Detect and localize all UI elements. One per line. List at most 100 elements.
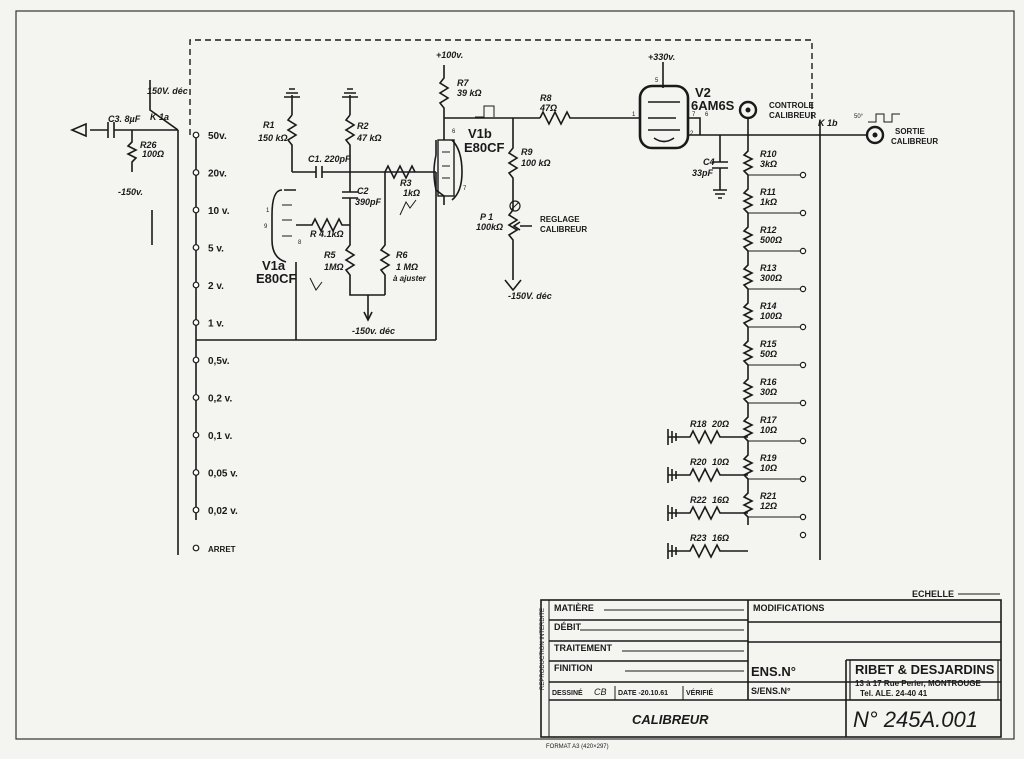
switch-linkage: [189, 39, 813, 135]
p1-label: P 1: [480, 212, 493, 222]
v2-type: 6AM6S: [691, 98, 735, 113]
tap-contact[interactable]: [799, 285, 807, 293]
attenuator-ref: R13: [760, 263, 777, 273]
debit-label: DÉBIT: [554, 622, 582, 632]
attenuator-resistor: [742, 259, 754, 297]
tap-contact[interactable]: [799, 361, 807, 369]
shunt-value: 20Ω: [711, 419, 729, 429]
range-contact[interactable]: [192, 281, 200, 289]
shunt-ref: R22: [690, 495, 707, 505]
range-contact[interactable]: [192, 506, 200, 514]
p1-dec: -150V. déc: [508, 291, 552, 301]
input-section: C3. 8µF R26 100Ω 150V. déc -150v. K 1a: [69, 80, 188, 245]
v2-pin5: 5: [655, 78, 659, 84]
range-contact[interactable]: [192, 431, 200, 439]
attenuator-resistor: [742, 221, 754, 259]
tap-contact[interactable]: [799, 171, 807, 179]
attenuator-value: 12Ω: [760, 501, 777, 511]
tap-contact[interactable]: [799, 513, 807, 521]
range-label: 0,02 v.: [208, 506, 238, 517]
v1a-pin9: 9: [264, 224, 268, 230]
output-stage: R8 47Ω R9 100 kΩ P 1 100kΩ REGLAGE CALIB…: [476, 52, 938, 560]
attenuator-value: 10Ω: [760, 425, 777, 435]
r2-value: 47 kΩ: [356, 133, 382, 143]
p1-function2: CALIBREUR: [540, 225, 587, 234]
ground-icon: [342, 88, 358, 115]
r5-label: R5: [324, 250, 336, 260]
range-label: 50v.: [208, 131, 227, 142]
sortie-jack-icon[interactable]: [865, 125, 885, 145]
attenuator-resistor: [742, 183, 754, 221]
r6-value: 1 MΩ: [396, 262, 418, 272]
verifie-label: VÉRIFIÉ: [686, 688, 714, 697]
c4-value: 33pF: [692, 168, 714, 178]
r2-label: R2: [357, 121, 369, 131]
v2-pin7: 7: [692, 112, 696, 118]
v1-plus: +100v.: [436, 50, 463, 60]
controle-label: CONTROLE: [769, 101, 815, 110]
traitement-label: TRAITEMENT: [554, 643, 612, 653]
tap-contact[interactable]: [799, 323, 807, 331]
ground-icon: [284, 88, 300, 115]
c1-label: C1. 220pF: [308, 154, 351, 164]
tap-contact[interactable]: [799, 475, 807, 483]
range-contact[interactable]: [192, 356, 200, 364]
shunt-value: 10Ω: [712, 457, 729, 467]
range-contact[interactable]: [192, 244, 200, 251]
tap-contact[interactable]: [799, 437, 807, 445]
attenuator-ref: R10: [760, 149, 777, 159]
attenuator-value: 10Ω: [760, 463, 777, 473]
tap-contact[interactable]: [799, 399, 807, 407]
range-contact[interactable]: [192, 394, 200, 401]
range-label: 0,5v.: [208, 356, 230, 367]
range-contact[interactable]: [192, 319, 200, 326]
r9-value: 100 kΩ: [521, 158, 551, 168]
matiere-label: MATIÈRE: [554, 603, 594, 613]
tap-contact[interactable]: [799, 531, 807, 539]
v1a-label: V1a: [262, 258, 286, 273]
tap-contact[interactable]: [799, 209, 807, 217]
input-connector-icon: [69, 122, 87, 138]
tap-contact[interactable]: [799, 247, 807, 255]
dessine-initials: CB: [594, 687, 607, 697]
range-contact[interactable]: [192, 469, 200, 476]
multivibrator-section: R1 150 kΩ R2 47 kΩ C1. 220pF C2 390pF R3…: [256, 50, 540, 340]
range-off-contact[interactable]: [192, 544, 200, 552]
range-label: 1 v.: [208, 319, 224, 330]
v1b-pin7: 7: [463, 186, 467, 192]
attenuator-value: 500Ω: [760, 235, 782, 245]
format-footer: FORMAT A3 (420×297): [546, 744, 609, 750]
attenuator-resistor: [742, 411, 754, 449]
range-contact[interactable]: [192, 131, 200, 139]
r7-label: R7: [457, 78, 469, 88]
range-label: 10 v.: [208, 206, 230, 217]
range-label: 2 v.: [208, 281, 224, 292]
attenuator-value: 300Ω: [760, 273, 782, 283]
attenuator-ladder: R103kΩR111kΩR12500ΩR13300ΩR14100ΩR1550ΩR…: [667, 135, 807, 559]
r7-value: 39 kΩ: [457, 88, 482, 98]
attenuator-ref: R17: [760, 415, 778, 425]
sortie-mark: 50°: [854, 114, 864, 120]
echelle-label: ECHELLE: [912, 589, 954, 599]
shunt-resistor: [668, 429, 748, 445]
drawing-number: N° 245A.001: [853, 707, 978, 732]
shunt-ref: R23: [690, 533, 707, 543]
attenuator-ref: R19: [760, 453, 777, 463]
range-contact[interactable]: [192, 206, 200, 214]
v1a-pin8: 8: [298, 240, 302, 246]
v1-dec: -150v. déc: [352, 326, 395, 336]
v1b-type: E80CF: [464, 140, 505, 155]
adjust-icon[interactable]: [509, 200, 521, 212]
sortie-label2: CALIBREUR: [891, 137, 938, 146]
p1-function: REGLAGE: [540, 215, 580, 224]
r8-label: R8: [540, 93, 552, 103]
sortie-label: SORTIE: [895, 127, 925, 136]
r1-label: R1: [263, 120, 275, 130]
company-address: 13 à 17 Rue Perier, MONTROUGE: [855, 679, 981, 688]
attenuator-ref: R12: [760, 225, 777, 235]
side-note: REPRODUCTION INTERDITE: [540, 608, 546, 690]
attenuator-resistor: [742, 335, 754, 373]
attenuator-value: 3kΩ: [760, 159, 777, 169]
range-contact[interactable]: [192, 169, 200, 176]
